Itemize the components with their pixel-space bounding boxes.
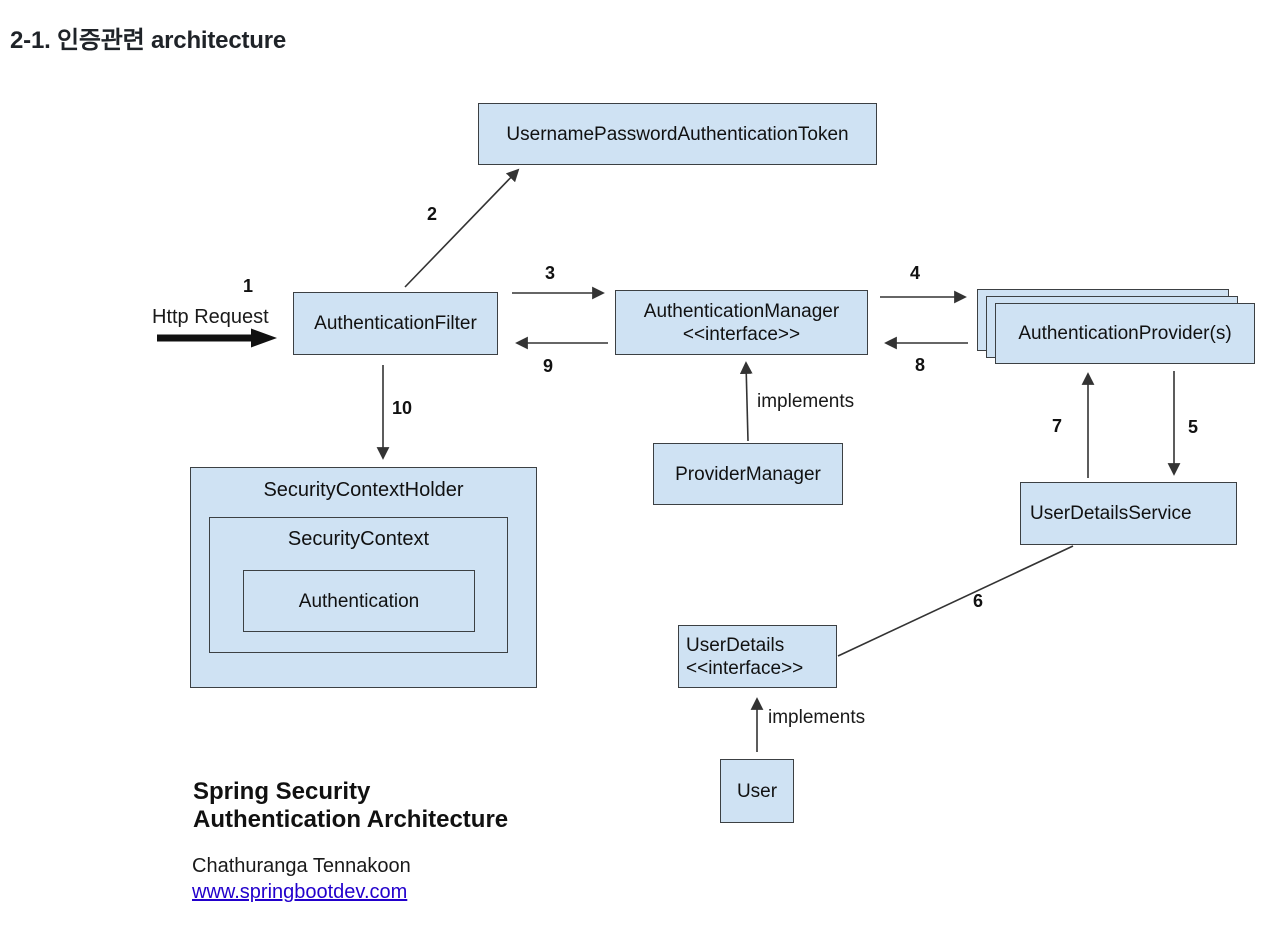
step-label-8: 8 bbox=[915, 355, 926, 375]
node-user-details-service: UserDetailsService bbox=[1020, 482, 1237, 545]
step-label-5: 5 bbox=[1188, 417, 1199, 437]
step-label-2: 2 bbox=[427, 204, 438, 224]
step-label-10: 10 bbox=[392, 398, 413, 418]
node-authentication: Authentication bbox=[243, 570, 475, 632]
node-security-context-holder: SecurityContextHolder SecurityContext Au… bbox=[190, 467, 537, 688]
node-stereotype: <<interface>> bbox=[682, 323, 801, 345]
page-title: 2-1. 인증관련 architecture bbox=[10, 27, 287, 54]
node-security-context: SecurityContext Authentication bbox=[209, 517, 508, 653]
arrow-2 bbox=[404, 168, 520, 288]
diagram-title: Spring Security Authentication Architect… bbox=[193, 778, 508, 834]
diagram-title-line1: Spring Security bbox=[193, 778, 371, 805]
node-label: AuthenticationProvider(s) bbox=[1018, 323, 1232, 344]
node-label: UserDetails bbox=[686, 634, 785, 656]
node-username-password-authentication-token: UsernamePasswordAuthenticationToken bbox=[478, 103, 877, 165]
node-label: UsernamePasswordAuthenticationToken bbox=[506, 123, 849, 145]
node-authentication-providers: AuthenticationProvider(s) bbox=[995, 303, 1255, 364]
http-request-label: Http Request bbox=[152, 306, 269, 328]
http-request-arrowhead bbox=[251, 328, 277, 348]
node-user-details: UserDetails <<interface>> bbox=[678, 625, 837, 688]
node-authentication-manager: AuthenticationManager <<interface>> bbox=[615, 290, 868, 355]
node-label: UserDetailsService bbox=[1030, 503, 1192, 524]
node-label: AuthenticationFilter bbox=[314, 313, 477, 334]
node-stereotype: <<interface>> bbox=[686, 657, 804, 679]
step-label-1: 1 bbox=[243, 276, 254, 296]
node-authentication-filter: AuthenticationFilter bbox=[293, 292, 498, 355]
step-label-6: 6 bbox=[973, 591, 984, 611]
implements-bottom-label: implements bbox=[768, 707, 866, 728]
step-label-7: 7 bbox=[1052, 416, 1063, 436]
node-provider-manager: ProviderManager bbox=[653, 443, 843, 505]
node-label: Authentication bbox=[298, 590, 420, 612]
website-link[interactable]: www.springbootdev.com bbox=[192, 881, 408, 903]
implements-top-arrow bbox=[739, 361, 753, 442]
diagram-title-line2: Authentication Architecture bbox=[193, 806, 509, 833]
node-label: User bbox=[736, 780, 778, 802]
implements-top-label: implements bbox=[757, 391, 855, 412]
node-user: User bbox=[720, 759, 794, 823]
node-label: SecurityContext bbox=[287, 528, 430, 550]
step-label-3: 3 bbox=[545, 263, 556, 283]
node-label: SecurityContextHolder bbox=[263, 479, 464, 501]
author-name: Chathuranga Tennakoon bbox=[192, 855, 411, 877]
line-6 bbox=[837, 545, 1074, 657]
node-label: AuthenticationManager bbox=[643, 300, 840, 322]
step-label-9: 9 bbox=[543, 356, 554, 376]
node-label: ProviderManager bbox=[675, 463, 821, 485]
step-label-4: 4 bbox=[910, 263, 921, 283]
